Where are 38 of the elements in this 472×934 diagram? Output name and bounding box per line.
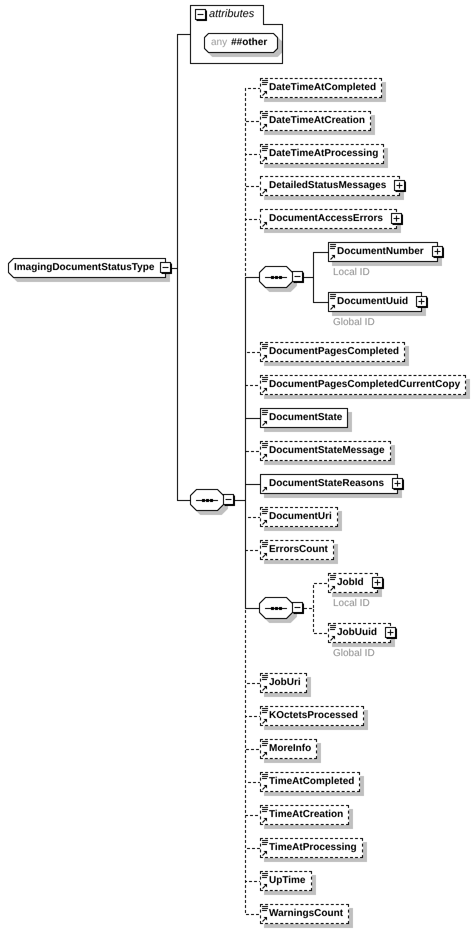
element-name: KOctetsProcessed [269,709,358,723]
wildcard-keyword: any [211,36,228,50]
element-caption: Global ID [333,648,375,660]
element-name: MoreInfo [269,742,312,756]
wildcard-box [204,33,278,53]
element-name: DocumentStateMessage [269,444,385,458]
element-name: TimeAtProcessing [269,841,357,855]
element-name: JobUri [269,676,301,690]
element-name: DateTimeAtCreation [269,114,365,128]
element-name: UpTime [269,874,306,888]
element-name: DateTimeAtProcessing [269,147,378,161]
element-caption: Local ID [333,267,370,279]
element-name: WarningsCount [269,907,344,921]
element-name: DetailedStatusMessages [269,179,386,193]
element-name: DocumentPagesCompletedCurrentCopy [269,378,460,392]
connector-line [172,268,190,501]
attribute-group-box [190,5,283,64]
element-name: DocumentState [269,411,342,425]
element-name: TimeAtCompleted [269,775,354,789]
element-name: DocumentStateReasons [269,477,384,491]
element-name: ErrorsCount [269,543,328,557]
element-name: DocumentAccessErrors [269,212,383,226]
element-name: DateTimeAtCompleted [269,81,376,95]
element-name: DocumentPagesCompleted [269,345,400,359]
type-name: ImagingDocumentStatusType [14,261,154,275]
element-name: JobUuid [337,626,377,640]
connector-line [304,608,328,634]
element-caption: Local ID [333,598,370,610]
type-box [8,258,172,278]
connector-line [304,277,328,303]
element-name: TimeAtCreation [269,808,344,822]
namespace-value: ##other [231,36,268,50]
element-caption: Global ID [333,317,375,329]
group-heading: attributes [209,7,254,21]
element-name: DocumentUuid [337,295,408,309]
element-name: DocumentUri [269,510,332,524]
element-name: JobId [337,576,364,590]
element-name: DocumentNumber [337,245,424,259]
